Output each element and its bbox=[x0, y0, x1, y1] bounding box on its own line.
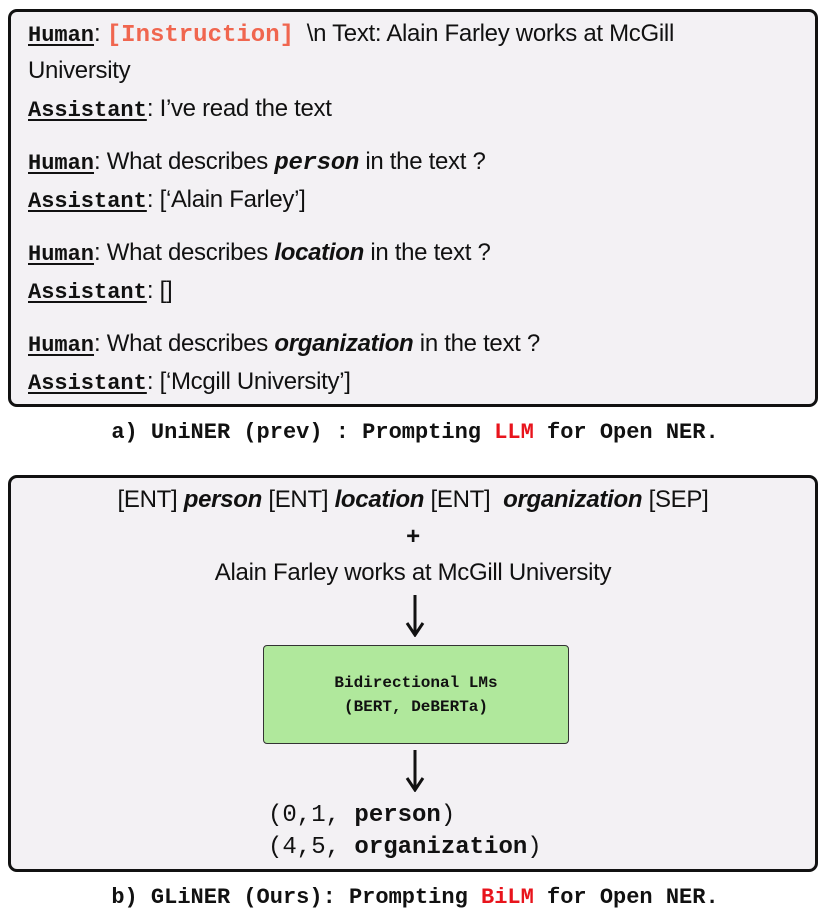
speaker-label: Assistant bbox=[28, 98, 147, 123]
uniner-panel: Human: [Instruction] \n Text: Alain Farl… bbox=[8, 9, 818, 407]
speaker-label: Human bbox=[28, 23, 95, 48]
question-text: in the text ? bbox=[358, 148, 486, 175]
input-text: \n Text: Alain Farley works at McGill bbox=[294, 20, 675, 47]
question-text: What describes bbox=[106, 239, 275, 266]
separator: : bbox=[146, 368, 160, 395]
caption-a: a) UniNER (prev) : Prompting LLM for Ope… bbox=[0, 420, 830, 445]
assistant-response: [‘Alain Farley’] bbox=[159, 186, 306, 213]
dialogue-turn-human-2: Human: What describes person in the text… bbox=[28, 147, 486, 179]
entity-type-person: person bbox=[274, 150, 359, 177]
dialogue-turn-human-3: Human: What describes location in the te… bbox=[28, 238, 491, 270]
dialogue-turn-assistant-3: Assistant: [] bbox=[28, 276, 173, 308]
speaker-label: Human bbox=[28, 242, 95, 267]
gliner-panel: [ENT] person [ENT] location [ENT] organi… bbox=[8, 475, 818, 872]
entity-type-organization: organization bbox=[503, 486, 643, 513]
caption-text: for Open NER. bbox=[533, 885, 719, 910]
model-title: Bidirectional LMs bbox=[334, 673, 498, 692]
input-text-continuation: University bbox=[28, 57, 131, 84]
dialogue-turn-assistant-2: Assistant: [‘Alain Farley’] bbox=[28, 185, 306, 217]
caption-b: b) GLiNER (Ours): Prompting BiLM for Ope… bbox=[0, 885, 830, 910]
assistant-response: I’ve read the text bbox=[159, 95, 332, 122]
arrow-down-icon bbox=[405, 750, 425, 792]
dialogue-turn-human-1: Human: [Instruction] \n Text: Alain Farl… bbox=[28, 19, 674, 51]
span-label: person bbox=[354, 802, 441, 829]
ent-token: [ENT] bbox=[261, 486, 335, 513]
plus-icon: + bbox=[406, 523, 420, 550]
separator: : bbox=[94, 148, 107, 175]
assistant-response: [] bbox=[159, 277, 173, 304]
ent-token: [ENT] bbox=[424, 486, 504, 513]
bidirectional-lm-box: Bidirectional LMs (BERT, DeBERTa) bbox=[263, 645, 569, 744]
sep-token: [SEP] bbox=[642, 486, 709, 513]
entity-type-person: person bbox=[183, 486, 263, 513]
span-indices: (4,5, bbox=[268, 834, 355, 861]
dialogue-turn-human-4: Human: What describes organization in th… bbox=[28, 329, 540, 361]
question-text: What describes bbox=[106, 330, 275, 357]
assistant-response: [‘Mcgill University’] bbox=[159, 368, 351, 395]
span-indices: (0,1, bbox=[268, 802, 355, 829]
speaker-label: Assistant bbox=[28, 280, 147, 305]
speaker-label: Assistant bbox=[28, 371, 147, 396]
span-close: ) bbox=[440, 802, 456, 829]
separator: : bbox=[94, 239, 107, 266]
output-span: (4,5, organization) bbox=[268, 834, 542, 861]
caption-text: b) GLiNER (Ours): Prompting bbox=[111, 885, 481, 910]
separator: : bbox=[94, 330, 107, 357]
entity-type-location: location bbox=[274, 239, 364, 266]
arrow-down-icon bbox=[405, 595, 425, 637]
instruction-placeholder: [Instruction] bbox=[106, 22, 294, 49]
span-label: organization bbox=[354, 834, 528, 861]
caption-text: a) UniNER (prev) : Prompting bbox=[111, 420, 495, 445]
separator: : bbox=[146, 277, 160, 304]
separator: : bbox=[146, 95, 160, 122]
caption-highlight: BiLM bbox=[481, 885, 534, 910]
caption-text: for Open NER. bbox=[533, 420, 719, 445]
dialogue-turn-assistant-4: Assistant: [‘Mcgill University’] bbox=[28, 367, 351, 399]
speaker-label: Human bbox=[28, 151, 95, 176]
input-sentence: Alain Farley works at McGill University bbox=[214, 559, 612, 586]
model-examples: (BERT, DeBERTa) bbox=[343, 697, 489, 716]
entity-prompt: [ENT] person [ENT] location [ENT] organi… bbox=[11, 486, 815, 514]
ent-token: [ENT] bbox=[117, 486, 184, 513]
question-text: What describes bbox=[106, 148, 275, 175]
caption-highlight: LLM bbox=[494, 420, 534, 445]
speaker-label: Human bbox=[28, 333, 95, 358]
span-close: ) bbox=[527, 834, 542, 861]
dialogue-turn-assistant-1: Assistant: I’ve read the text bbox=[28, 94, 332, 126]
separator: : bbox=[94, 20, 107, 47]
speaker-label: Assistant bbox=[28, 189, 147, 214]
question-text: in the text ? bbox=[413, 330, 540, 357]
entity-type-location: location bbox=[334, 486, 425, 513]
separator: : bbox=[146, 186, 160, 213]
output-span: (0,1, person) bbox=[268, 802, 455, 829]
entity-type-organization: organization bbox=[274, 330, 414, 357]
question-text: in the text ? bbox=[363, 239, 491, 266]
